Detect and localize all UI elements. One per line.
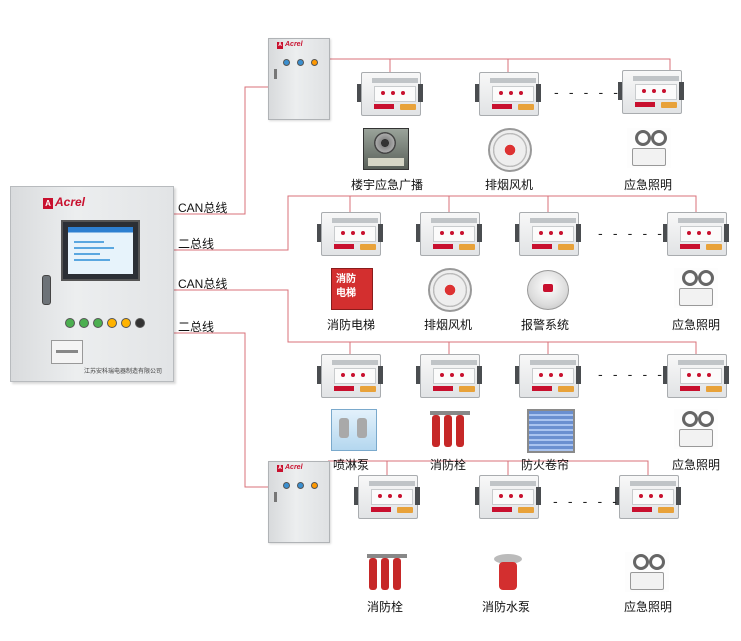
- can-bus-wire-1: [172, 86, 268, 215]
- more-modules-ellipsis: - - - - -: [553, 495, 620, 510]
- bus-label-can-1: CAN总线: [178, 201, 228, 215]
- bus-label-two-wire-1: 二总线: [178, 237, 215, 251]
- company-name: 江苏安科瑞电器制造有限公司: [84, 369, 163, 375]
- emergency-light-icon: [674, 409, 718, 449]
- control-module: [357, 72, 423, 116]
- control-module: [515, 354, 581, 398]
- device-label: 应急照明: [624, 600, 673, 614]
- yellow-indicator-icon: [121, 318, 131, 328]
- row1-bus-wire: [328, 58, 671, 70]
- lock-icon: [274, 69, 277, 79]
- lock-icon: [274, 492, 277, 502]
- more-modules-ellipsis: - - - - -: [598, 227, 665, 242]
- acrel-logo-icon: A: [43, 198, 53, 209]
- indicator-led-icon: [283, 482, 290, 489]
- indicator-led-icon: [311, 59, 318, 66]
- black-button-icon: [135, 318, 145, 328]
- indicator-led-icon: [297, 59, 304, 66]
- device-label: 消防水泵: [482, 600, 531, 614]
- indicator-led-icon: [311, 482, 318, 489]
- water-pump-icon: [486, 552, 530, 592]
- exhaust-fan-icon: [428, 268, 472, 312]
- fire-hydrant-icon: [365, 552, 409, 592]
- indicator-led-icon: [283, 59, 290, 66]
- indicator-led-icon: [297, 482, 304, 489]
- more-modules-ellipsis: - - - - -: [598, 368, 665, 383]
- smoke-detector-icon: [527, 270, 569, 310]
- bus-label-can-2: CAN总线: [178, 277, 228, 291]
- printer-icon: [51, 340, 83, 364]
- control-module: [475, 475, 541, 519]
- two-wire-bus-2: [172, 332, 268, 488]
- yellow-indicator-icon: [107, 318, 117, 328]
- control-module: [317, 354, 383, 398]
- control-module: [354, 475, 420, 519]
- emergency-light-icon: [627, 128, 671, 168]
- emergency-light-icon: [674, 268, 718, 308]
- control-module: [618, 70, 684, 114]
- device-label: 报警系统: [521, 318, 570, 332]
- control-module: [663, 354, 729, 398]
- device-label: 消防栓: [367, 600, 404, 614]
- exhaust-fan-icon: [488, 128, 532, 172]
- device-label: 消防栓: [430, 458, 467, 472]
- control-module: [475, 72, 541, 116]
- fire-elevator-icon: [331, 268, 373, 310]
- control-module: [416, 212, 482, 256]
- control-module: [615, 475, 681, 519]
- fire-hydrant-icon: [428, 409, 472, 449]
- device-label: 楼宇应急广播: [351, 178, 424, 192]
- device-label: 防火卷帘: [521, 458, 570, 472]
- device-label: 排烟风机: [424, 318, 473, 332]
- sprinkler-pump-icon: [331, 409, 377, 451]
- loudspeaker-icon: [363, 128, 409, 170]
- can-bus-wire-2: [172, 289, 697, 354]
- bus-label-two-wire-2: 二总线: [178, 320, 215, 334]
- device-label: 消防电梯: [327, 318, 376, 332]
- door-handle-icon: [42, 275, 51, 305]
- fire-shutter-icon: [527, 409, 575, 453]
- control-module: [515, 212, 581, 256]
- control-module: [317, 212, 383, 256]
- acrel-logo-icon: A: [277, 42, 283, 49]
- acrel-logo-icon: A: [277, 465, 283, 472]
- green-indicator-icon: [93, 318, 103, 328]
- device-label: 应急照明: [624, 178, 673, 192]
- device-label: 应急照明: [672, 458, 721, 472]
- device-label: 喷淋泵: [333, 458, 370, 472]
- more-modules-ellipsis: - - - - -: [554, 86, 621, 101]
- touch-screen: [61, 220, 140, 281]
- screen-display: [68, 227, 133, 274]
- control-module: [416, 354, 482, 398]
- device-label: 应急照明: [672, 318, 721, 332]
- two-wire-bus-1: [172, 195, 697, 251]
- green-indicator-icon: [65, 318, 75, 328]
- device-label: 排烟风机: [485, 178, 534, 192]
- green-indicator-icon: [79, 318, 89, 328]
- control-module: [663, 212, 729, 256]
- row4-bus-wire: [328, 460, 649, 475]
- emergency-light-icon: [625, 552, 669, 592]
